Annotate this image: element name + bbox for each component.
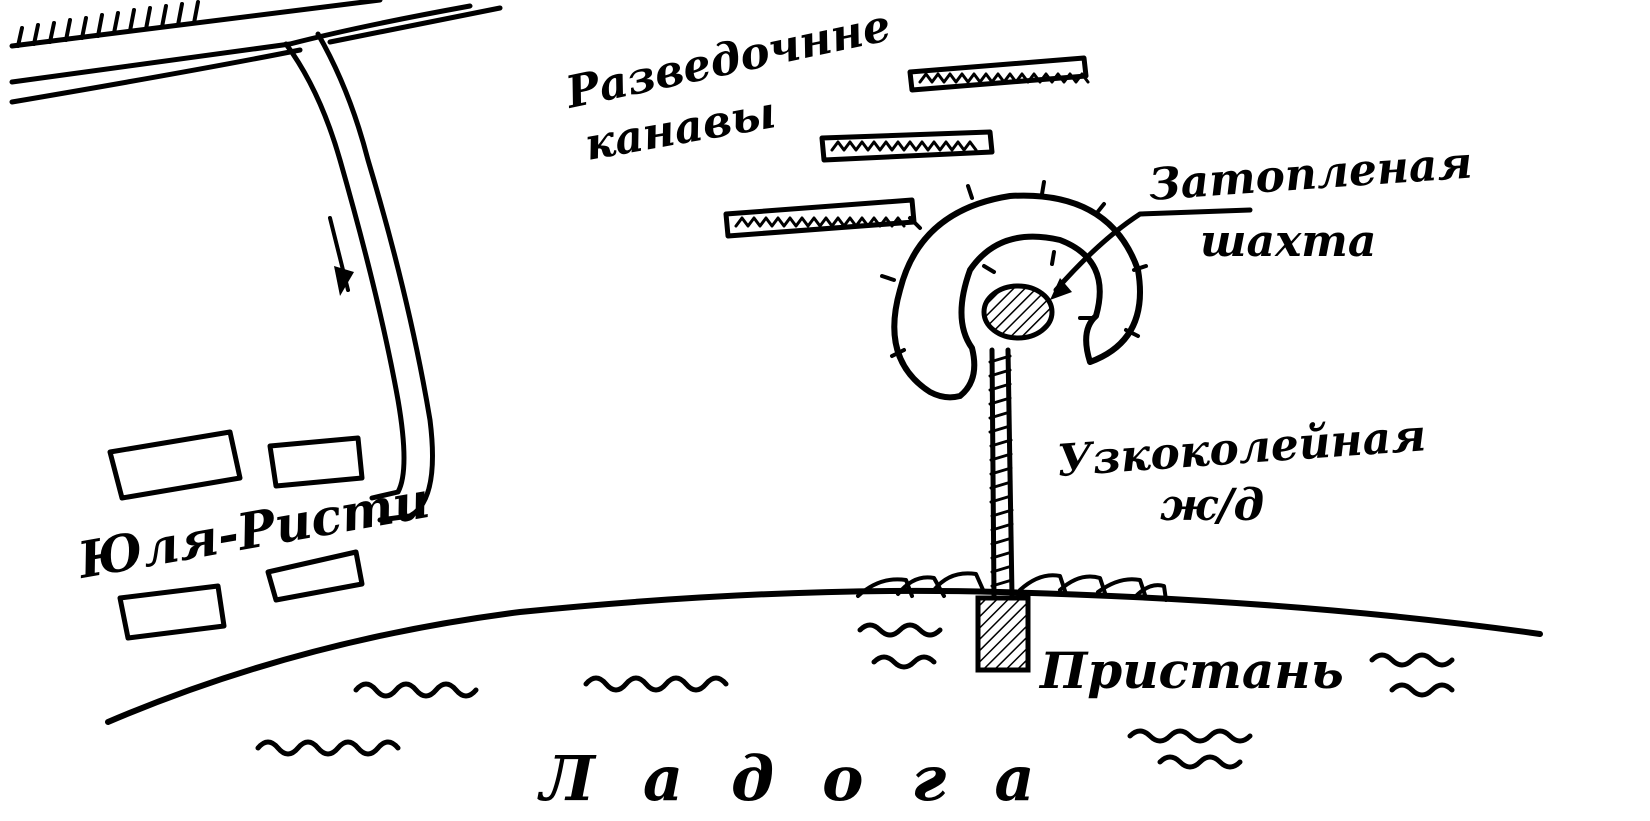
railway-label-line2: ж/д — [1160, 480, 1264, 531]
lake-label: Ладога — [537, 742, 1083, 815]
pier-icon — [975, 595, 1031, 673]
village-label: Юля-Ристи — [72, 470, 434, 590]
trench — [723, 197, 917, 239]
exploration-trenches — [723, 55, 1090, 239]
building — [267, 435, 365, 489]
railway-label-line1: Узкоколейная — [1055, 410, 1428, 487]
shoreline — [105, 587, 1543, 725]
narrow-gauge-railway — [988, 347, 1015, 599]
trench — [907, 55, 1090, 93]
pier-label: Пристань — [1038, 641, 1344, 700]
road — [283, 31, 435, 523]
building — [107, 429, 243, 501]
mine-label-line2: шахта — [1200, 216, 1376, 267]
water-waves — [255, 622, 1455, 770]
mine-shaft-icon — [981, 283, 1055, 341]
road-direction-arrow-icon — [334, 266, 354, 296]
building — [117, 583, 227, 641]
building — [265, 549, 365, 603]
village-buildings — [107, 429, 365, 641]
trench — [819, 129, 995, 163]
mine-label-line1: Затопленая — [1147, 137, 1474, 210]
main-railway — [9, 0, 503, 105]
flooded-mine — [880, 180, 1253, 401]
